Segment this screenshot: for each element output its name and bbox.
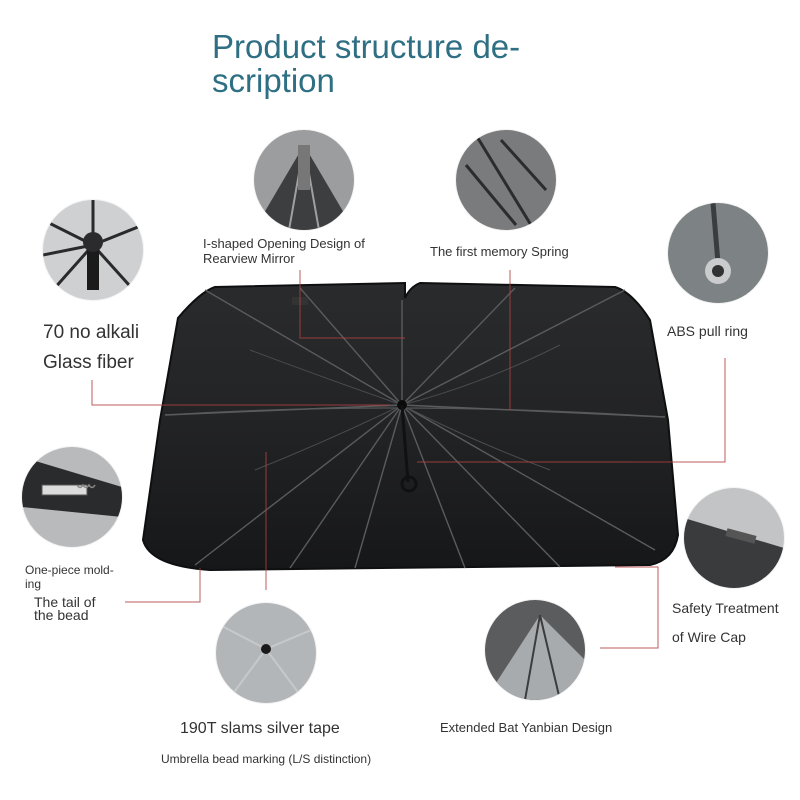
umbrella-frame-icon	[43, 200, 143, 300]
molding-label-2: ing	[25, 577, 42, 591]
opening-label-1: I-shaped Opening Design of	[203, 236, 365, 251]
title-line-1: Product structure de-	[212, 28, 521, 65]
molding-tail-icon	[22, 447, 122, 547]
safety-label-1: Safety Treatment	[672, 600, 779, 616]
silver-tape-icon	[216, 603, 316, 703]
pull-ring-icon	[668, 203, 768, 303]
bat-edge-photo	[485, 600, 585, 700]
silver-tape-photo	[216, 603, 316, 703]
tail-label-1: The tail of	[34, 594, 96, 610]
page-title: Product structure de- scription	[212, 30, 572, 98]
opening-label-2: Rearview Mirror	[203, 251, 295, 266]
bead-marking-label: Umbrella bead marking (L/S distinction)	[161, 752, 372, 766]
bat-edge-icon	[485, 600, 585, 700]
glass-fiber-photo	[43, 200, 143, 300]
memory-spring-photo	[456, 130, 556, 230]
tape-label: 190T slams silver tape	[180, 720, 340, 737]
pull-ring-photo	[668, 203, 768, 303]
title-line-2: scription	[212, 62, 335, 99]
molding-tail-photo	[22, 447, 122, 547]
bat-label: Extended Bat Yanbian Design	[440, 720, 613, 735]
molding-label-1: One-piece mold-	[25, 563, 114, 577]
glass-fiber-label-2: Glass fiber	[43, 352, 134, 373]
tail-label-2: the bead	[34, 607, 89, 623]
wire-cap-icon	[684, 488, 784, 588]
safety-label-2: of Wire Cap	[672, 629, 746, 645]
memory-spring-icon	[456, 130, 556, 230]
mirror-opening-icon	[254, 130, 354, 230]
pull-ring-label: ABS pull ring	[667, 323, 748, 339]
mirror-opening-photo	[254, 130, 354, 230]
spring-label: The first memory Spring	[430, 244, 569, 259]
glass-fiber-label-1: 70 no alkali	[43, 322, 140, 343]
wire-cap-photo	[684, 488, 784, 588]
